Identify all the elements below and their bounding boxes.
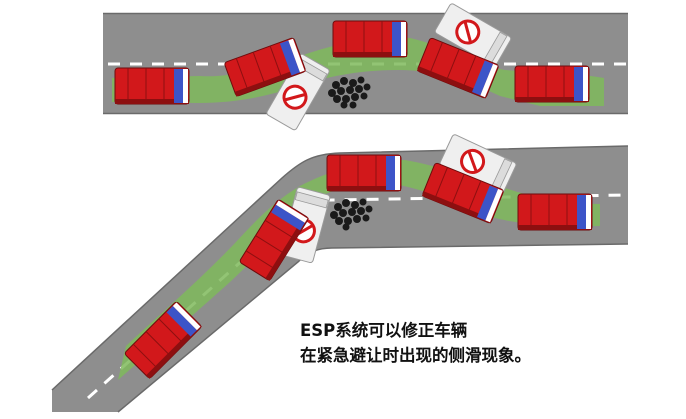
debris-top: [328, 76, 371, 109]
debris-bottom: [330, 198, 373, 231]
car-bottom-3: [326, 154, 402, 192]
caption-line-2: 在紧急避让时出现的侧滑现象。: [300, 346, 531, 365]
car-top-1: [114, 67, 190, 105]
caption: ESP系统可以修正车辆 在紧急避让时出现的侧滑现象。: [300, 318, 600, 368]
top-scenario: [103, 1, 628, 133]
caption-line-1: ESP系统可以修正车辆: [300, 321, 468, 340]
esp-trajectory-bottom: [118, 160, 600, 380]
car-bottom-5: [517, 193, 593, 231]
car-top-5: [514, 65, 590, 103]
car-top-3: [332, 20, 408, 58]
bottom-scenario: [51, 132, 629, 413]
